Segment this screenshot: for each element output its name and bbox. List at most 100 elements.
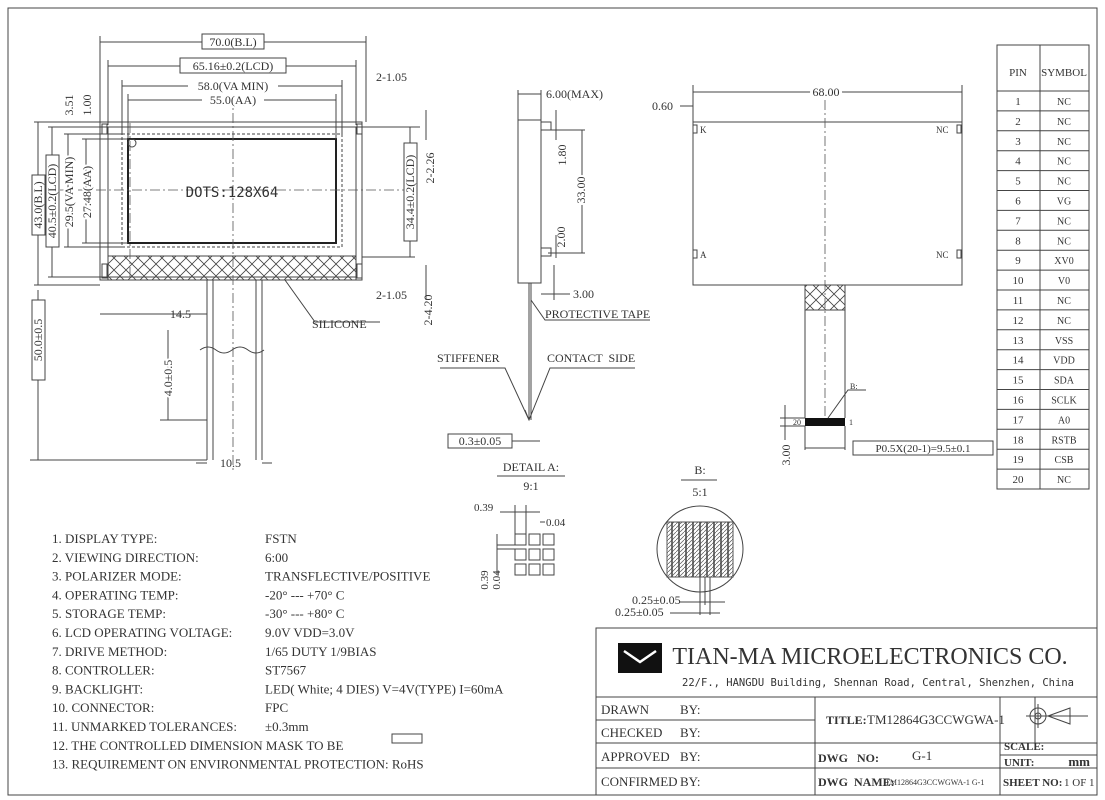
active-area [127, 138, 337, 244]
pin-number: 7 [1015, 215, 1021, 227]
detail-a-0-04-h: 0.04 [546, 517, 566, 529]
pin-number: 9 [1015, 255, 1021, 267]
spec-label: 2. VIEWING DIRECTION: [52, 550, 199, 565]
dim-aa-height: 27.48(AA) [80, 166, 94, 218]
scale-label: SCALE: [1004, 741, 1044, 753]
title-value: TM12864G3CCWGWA-1 [867, 712, 1005, 727]
fpc-contacts [805, 418, 845, 426]
spec-item: 4. OPERATING TEMP: -20° --- +70° C [52, 587, 344, 602]
dim-bl-width: 70.0(B.L) [209, 35, 256, 49]
approved-label: APPROVED [601, 749, 670, 764]
spec-label: 4. OPERATING TEMP: [52, 587, 179, 602]
pin-row: 9 XV0 [1015, 255, 1073, 267]
unit-value: mm [1068, 754, 1090, 769]
spec-label: 1. DISPLAY TYPE: [52, 531, 157, 546]
spec-item: 11. UNMARKED TOLERANCES:±0.3mm [52, 719, 309, 734]
pin-symbol: NC [1057, 216, 1071, 227]
pin-number: 6 [1015, 196, 1021, 208]
pin-number: 11 [1013, 295, 1024, 307]
dim-hole-bottom: 2-1.05 [376, 288, 407, 302]
unit-label: UNIT: [1004, 757, 1034, 769]
dim-va-width: 58.0(VA MIN) [198, 79, 268, 93]
dim-thickness: 6.00(MAX) [546, 87, 603, 101]
pin-a-label: A [700, 250, 707, 260]
dim-0-25-a: 0.25±0.05 [632, 593, 681, 607]
pin-symbol: VSS [1055, 336, 1073, 347]
protective-tape-label: PROTECTIVE TAPE [545, 307, 650, 321]
dwg-no-value: G-1 [912, 748, 932, 763]
pin-symbol: A0 [1058, 415, 1070, 426]
dim-total-height: 50.0±0.5 [31, 319, 45, 362]
pin-number: 5 [1015, 176, 1021, 188]
pin-symbol: NC [1057, 236, 1071, 247]
pin-number: 1 [1015, 96, 1021, 108]
dim-hole-top: 2-1.05 [376, 70, 407, 84]
dim-aa-width: 55.0(AA) [210, 93, 256, 107]
dim-fpc-length: 4.0±0.5 [161, 360, 175, 397]
fpc-tail [206, 280, 263, 460]
viewing-area [121, 133, 343, 248]
detail-b-title: B: [694, 463, 705, 477]
nc-top-label: NC [936, 125, 949, 135]
pin-number: 4 [1015, 156, 1021, 168]
pin-symbol: NC [1057, 296, 1071, 307]
spec-label: 3. POLARIZER MODE: [52, 569, 182, 584]
dim-lcd-height: 40.5±0.2(LCD) [45, 164, 59, 239]
dots-label: DOTS:128X64 [186, 185, 279, 201]
drawn-label: DRAWN [601, 702, 650, 717]
dwg-name-label: DWG NAME: [818, 775, 895, 789]
drawn-by: BY: [680, 702, 700, 717]
checked-by: BY: [680, 725, 700, 740]
silicone-hatch [107, 255, 357, 281]
dim-3-51: 3.51 [62, 95, 76, 116]
pin-symbol: NC [1057, 137, 1071, 148]
side-view: 6.00(MAX) 1.80 33.00 2.00 3.00 PROTECTIV… [437, 87, 650, 590]
dim-bl-height: 43.0(B.L) [31, 181, 45, 228]
dwg-name-value: TM12864G3CCWGWA-1 G-1 [885, 778, 984, 787]
spec-value: -30° --- +80° C [265, 606, 344, 621]
projection-symbol-icon [1026, 704, 1088, 728]
spec-label: 11. UNMARKED TOLERANCES: [52, 719, 237, 734]
nc-bottom-label: NC [936, 250, 949, 260]
confirmed-by: BY: [680, 774, 700, 789]
contact-side-label: CONTACT SIDE [547, 351, 635, 365]
spec-label: 7. DRIVE METHOD: [52, 644, 167, 659]
approved-by: BY: [680, 749, 700, 764]
dim-1-80: 1.80 [555, 145, 569, 166]
pin-number: 20 [1013, 474, 1025, 486]
stiffener-label: STIFFENER [437, 351, 500, 365]
dim-fpc-width: 10.5 [220, 456, 241, 470]
pin-number: 13 [1013, 335, 1025, 347]
pin-symbol: NC [1057, 316, 1071, 327]
spec-value: -20° --- +70° C [265, 587, 344, 602]
pin-symbol: SDA [1054, 376, 1075, 387]
pin-symbol: XV0 [1054, 256, 1073, 267]
spec-value: ST7567 [265, 663, 307, 678]
spec-value: 1/65 DUTY 1/9BIAS [265, 644, 376, 659]
pin-number: 16 [1013, 395, 1025, 407]
dim-2-00: 2.00 [554, 227, 568, 248]
lcd-outline [107, 126, 357, 278]
detail-a-0-39-h: 0.39 [474, 502, 494, 514]
spec-label: 12. THE CONTROLLED DIMENSION MASK TO BE [52, 738, 343, 753]
pitch-dimension: P0.5X(20-1)=9.5±0.1 [875, 443, 970, 455]
pin-symbol: CSB [1055, 455, 1074, 466]
dim-0-60: 0.60 [652, 99, 673, 113]
dim-va-height: 29.5(VA MIN) [62, 157, 76, 227]
pin-number: 19 [1013, 454, 1025, 466]
pin-symbol: NC [1057, 475, 1071, 486]
pin-number: 18 [1013, 434, 1025, 446]
dim-lcd-right: 34.4±0.2(LCD) [403, 155, 417, 230]
dwg-no-label: DWG NO: [818, 751, 879, 765]
spec-item: 2. VIEWING DIRECTION:6:00 [52, 550, 288, 565]
dim-14-5: 14.5 [170, 307, 191, 321]
pin-row: 19 CSB [1013, 454, 1074, 466]
